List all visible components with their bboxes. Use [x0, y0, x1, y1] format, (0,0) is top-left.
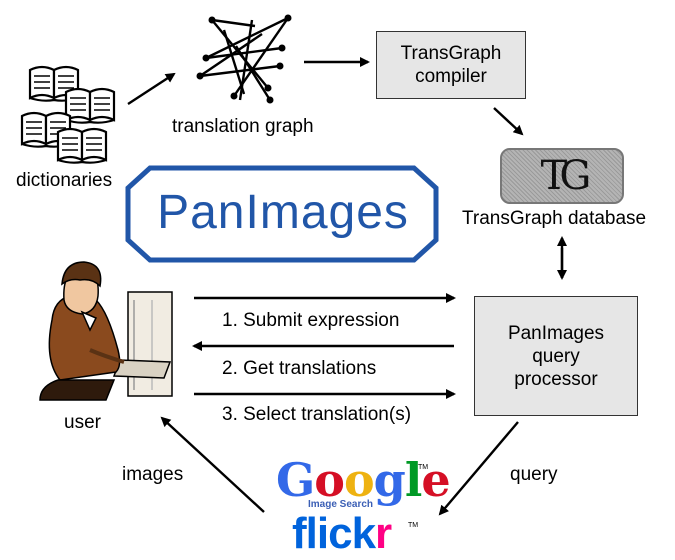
dictionaries-label: dictionaries	[16, 170, 113, 191]
image-search-label: Image Search	[308, 499, 374, 510]
google-letter: o	[343, 453, 375, 507]
panimages-logo: PanImages	[157, 185, 409, 239]
dictionaries-icon	[20, 65, 116, 164]
google-letter: e	[421, 453, 450, 507]
step2-label: 2. Get translations	[222, 358, 377, 379]
query-processor-box: PanImages query processor	[474, 296, 638, 416]
user-label: user	[64, 412, 101, 433]
flickr-tm: TM	[408, 522, 419, 529]
step3-label: 3. Select translation(s)	[222, 404, 412, 425]
arrows	[127, 57, 524, 516]
google-letter: l	[404, 453, 423, 507]
transgraph-compiler-box: TransGraph compiler	[376, 31, 526, 99]
query-label: query	[510, 464, 558, 485]
transgraph-database-icon: TG	[500, 148, 624, 204]
processor-line-2: query	[532, 345, 580, 367]
flickr-part: r	[375, 509, 392, 558]
google-logo: Google	[276, 453, 451, 507]
arrow-search-to-user	[160, 416, 265, 513]
compiler-line-2: compiler	[415, 66, 487, 87]
tg-logo: TG	[540, 153, 592, 199]
images-label: images	[122, 464, 184, 485]
user-computer-icon	[39, 261, 173, 401]
google-letter: G	[276, 453, 315, 507]
google-letter: o	[314, 453, 345, 507]
google-letter: g	[373, 453, 406, 507]
processor-line-3: processor	[514, 368, 598, 390]
translation-graph-label: translation graph	[172, 116, 314, 137]
google-tm: TM	[418, 464, 429, 471]
processor-line-1: PanImages	[507, 322, 605, 344]
arrow-compiler-to-database	[493, 107, 524, 136]
transgraph-database-label: TransGraph database	[462, 208, 647, 229]
step1-label: 1. Submit expression	[222, 310, 400, 331]
arrow-dictionaries-to-graph	[127, 72, 176, 106]
arrow-processor-to-search	[438, 421, 519, 516]
compiler-line-1: TransGraph	[400, 43, 502, 64]
panimages-logo-frame	[125, 165, 439, 263]
translation-graph-icon	[196, 14, 292, 104]
flickr-logo: flickr	[292, 509, 392, 558]
flickr-part: flick	[292, 509, 376, 558]
